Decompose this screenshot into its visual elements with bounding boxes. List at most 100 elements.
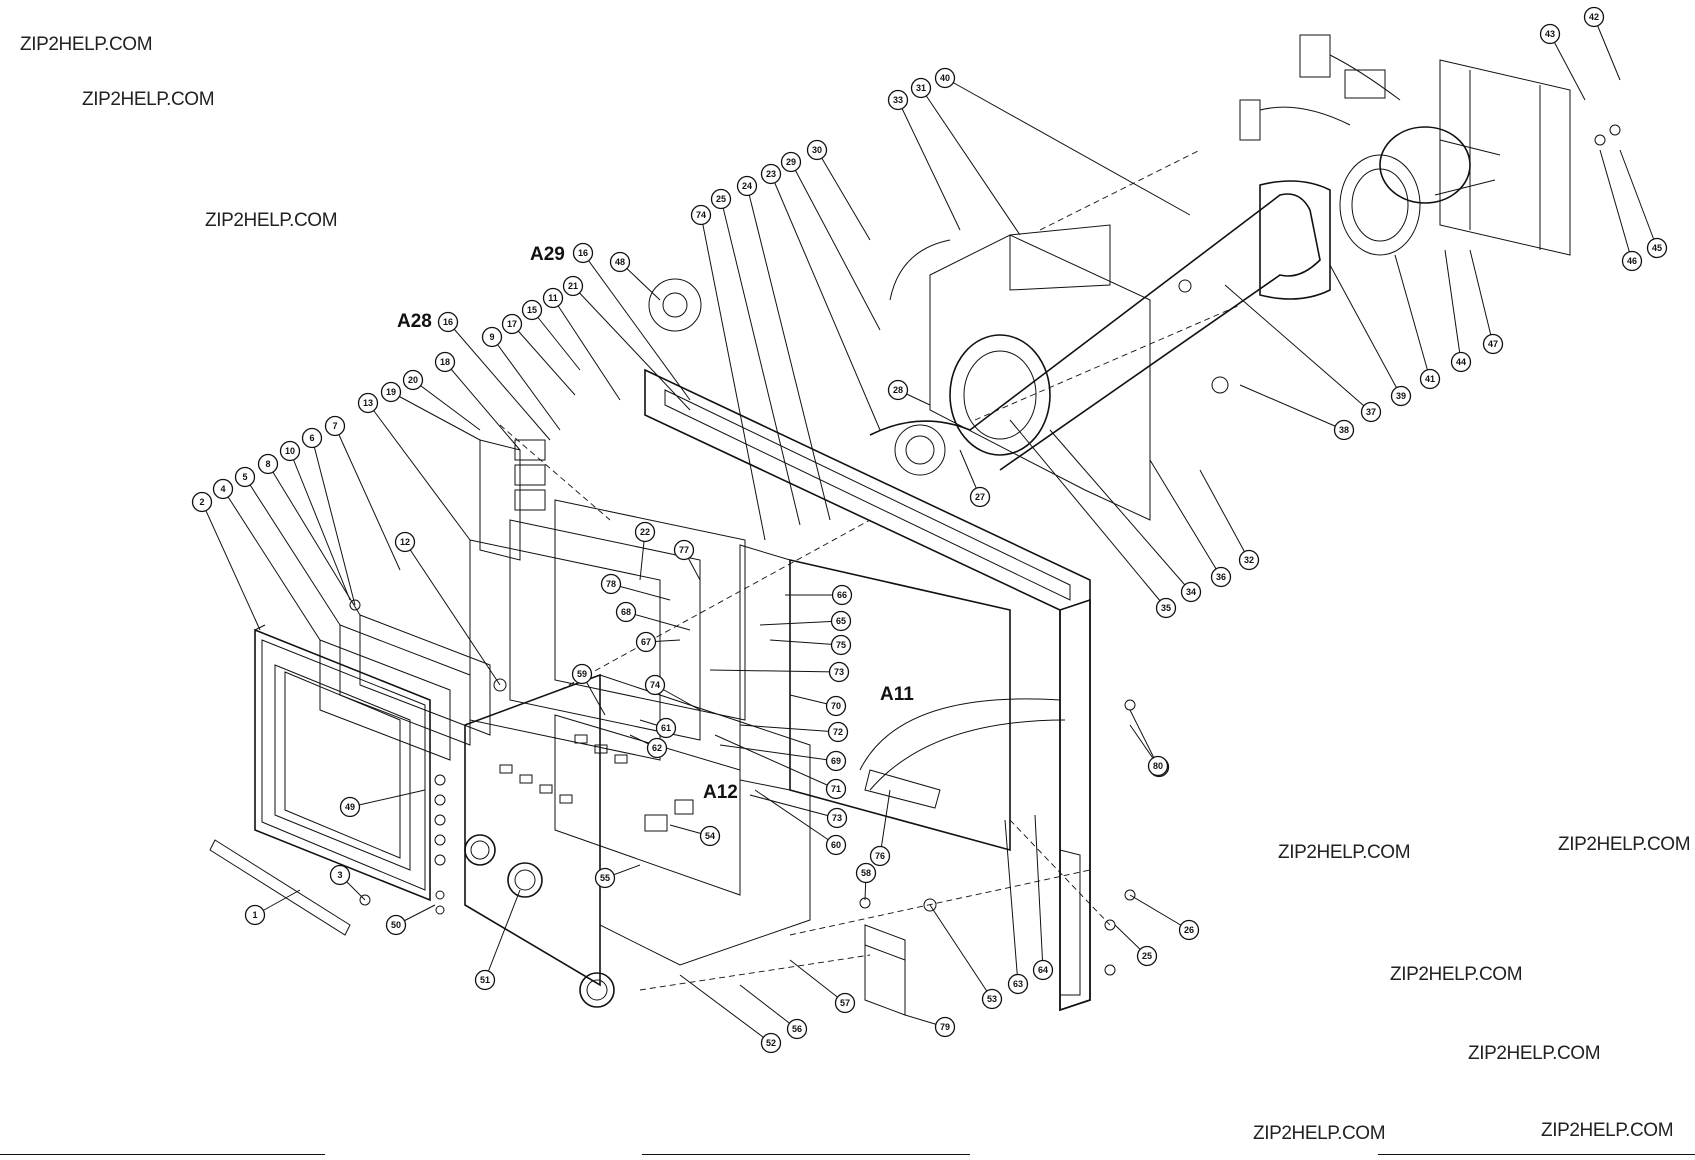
callout-number: 5 bbox=[242, 472, 247, 482]
callout-circle bbox=[1646, 237, 1668, 259]
callout-leader bbox=[267, 463, 361, 616]
callout-number: 73 bbox=[832, 813, 842, 823]
callout-circle bbox=[644, 674, 666, 696]
callout-leader bbox=[484, 889, 521, 981]
callout-number: 52 bbox=[766, 1038, 776, 1048]
callout-circle bbox=[481, 326, 503, 348]
callout-71: 71 bbox=[825, 778, 847, 800]
callout-number: 33 bbox=[893, 95, 903, 105]
crt-shield bbox=[929, 224, 1151, 521]
callout-number: 63 bbox=[1013, 979, 1023, 989]
callout-77: 77 bbox=[673, 539, 695, 561]
callout-number: 44 bbox=[1456, 357, 1466, 367]
callout-leader bbox=[816, 149, 871, 241]
callout-number: 72 bbox=[833, 727, 843, 737]
callout-circle bbox=[1032, 959, 1054, 981]
callout-number: 61 bbox=[661, 723, 671, 733]
callout-leader bbox=[491, 336, 561, 431]
callout-circle bbox=[434, 351, 456, 373]
callout-72: 72 bbox=[827, 721, 849, 743]
callout-circle bbox=[1539, 23, 1561, 45]
callout-number: 73 bbox=[834, 667, 844, 677]
callout-leader bbox=[920, 87, 1021, 236]
callout-circle bbox=[212, 478, 234, 500]
callout-leader bbox=[289, 450, 351, 601]
callout-17: 17 bbox=[501, 313, 523, 335]
callout-number: 37 bbox=[1366, 407, 1376, 417]
callout-76: 76 bbox=[869, 845, 891, 867]
callout-circle bbox=[615, 601, 637, 623]
callout-number: 16 bbox=[443, 317, 453, 327]
callout-number: 4 bbox=[220, 484, 225, 494]
callout-leader bbox=[1549, 33, 1586, 101]
callout-28: 28 bbox=[887, 379, 909, 401]
knobs bbox=[434, 774, 615, 1008]
callout-circle bbox=[521, 299, 543, 321]
callout-leader bbox=[714, 734, 837, 790]
callout-34: 34 bbox=[1180, 581, 1202, 603]
deflection-yoke bbox=[648, 239, 951, 476]
callout-circle bbox=[244, 904, 266, 926]
callout-circle bbox=[826, 807, 848, 829]
callout-number: 53 bbox=[987, 994, 997, 1004]
callout-1: 1 bbox=[244, 904, 266, 926]
callout-circle bbox=[1450, 351, 1472, 373]
callout-74: 74 bbox=[644, 674, 666, 696]
callout-number: 24 bbox=[742, 181, 752, 191]
callout-leader bbox=[222, 488, 321, 641]
callout-number: 43 bbox=[1545, 29, 1555, 39]
callout-51: 51 bbox=[474, 969, 496, 991]
callout-leaders bbox=[201, 16, 1658, 1044]
callout-circle bbox=[634, 521, 656, 543]
callout-number: 1 bbox=[252, 910, 257, 920]
crt-tube bbox=[869, 126, 1501, 471]
callout-number: 32 bbox=[1244, 555, 1254, 565]
callout-number: 70 bbox=[831, 701, 841, 711]
callout-64: 64 bbox=[1032, 959, 1054, 981]
callout-circle bbox=[1583, 6, 1605, 28]
callout-44: 44 bbox=[1450, 351, 1472, 373]
callout-number: 23 bbox=[766, 169, 776, 179]
callout-leader bbox=[1129, 894, 1190, 931]
assembly-label-a12: A12 bbox=[703, 782, 738, 803]
callout-number: 15 bbox=[527, 305, 537, 315]
callout-number: 80 bbox=[1153, 761, 1163, 771]
callout-circle bbox=[542, 287, 564, 309]
callout-leader bbox=[582, 252, 691, 401]
callout-circle bbox=[825, 834, 847, 856]
callout-leader bbox=[412, 379, 481, 431]
callout-number: 39 bbox=[1396, 391, 1406, 401]
callout-circle bbox=[887, 379, 909, 401]
callout-number: 16 bbox=[578, 248, 588, 258]
callout-19: 19 bbox=[380, 381, 402, 403]
callout-number: 77 bbox=[679, 545, 689, 555]
callout-leader bbox=[720, 198, 801, 526]
callout-circle bbox=[1482, 333, 1504, 355]
callout-number: 12 bbox=[400, 537, 410, 547]
callout-circle bbox=[655, 717, 677, 739]
callout-35: 35 bbox=[1155, 597, 1177, 619]
callout-number: 60 bbox=[831, 840, 841, 850]
callout-circle bbox=[402, 369, 424, 391]
callout-number: 58 bbox=[861, 868, 871, 878]
callout-leader bbox=[790, 161, 881, 331]
callout-leader bbox=[1619, 149, 1658, 249]
callout-number: 28 bbox=[893, 385, 903, 395]
callout-leader bbox=[390, 391, 481, 441]
callout-number: 79 bbox=[940, 1022, 950, 1032]
callout-8: 8 bbox=[257, 453, 279, 475]
callout-circle bbox=[357, 392, 379, 414]
callout-15: 15 bbox=[521, 299, 543, 321]
callout-circle bbox=[594, 867, 616, 889]
callout-number: 27 bbox=[975, 492, 985, 502]
callout-60: 60 bbox=[825, 834, 847, 856]
callout-circle bbox=[1147, 755, 1169, 777]
callout-circle bbox=[301, 427, 323, 449]
callout-leader bbox=[1199, 469, 1250, 561]
callout-leader bbox=[1329, 264, 1402, 397]
callout-circle bbox=[825, 778, 847, 800]
callout-circle bbox=[855, 862, 877, 884]
callout-23: 23 bbox=[760, 163, 782, 185]
callout-47: 47 bbox=[1482, 333, 1504, 355]
callout-number: 25 bbox=[1142, 951, 1152, 961]
